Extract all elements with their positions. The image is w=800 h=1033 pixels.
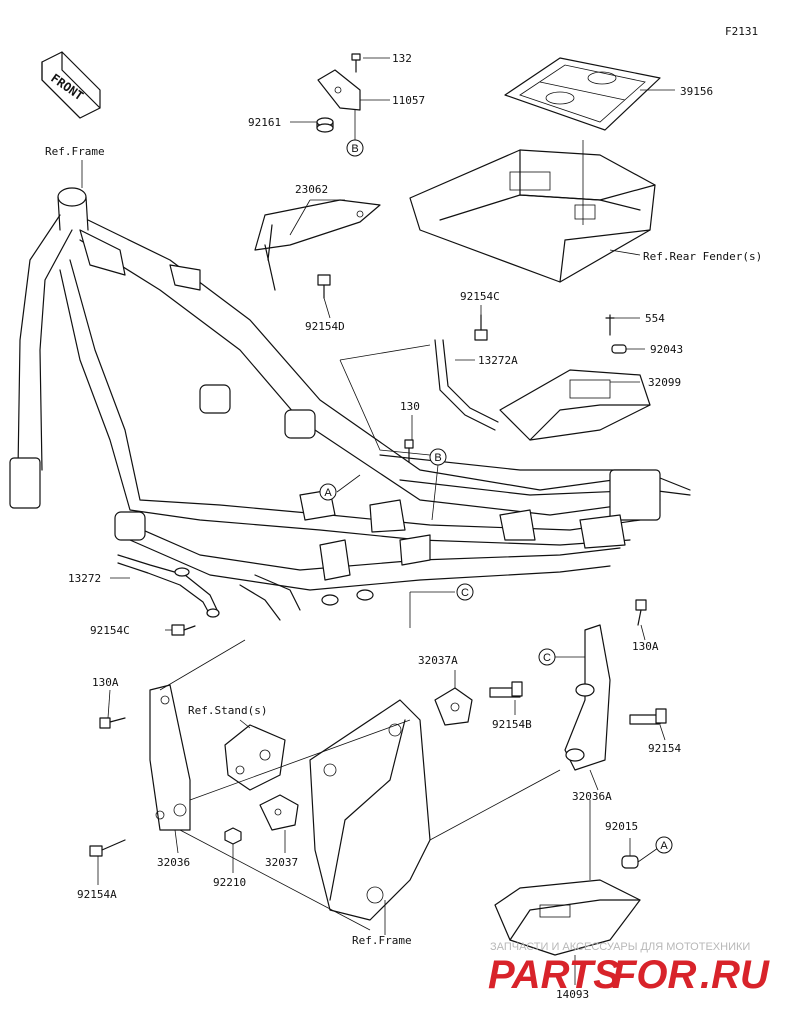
svg-text:B: B [351, 143, 358, 155]
nut-92210 [224, 827, 242, 845]
callout-b1: B [346, 139, 364, 157]
ref-frame-bottom: Ref.Frame [352, 934, 412, 947]
bolt-92154A [89, 839, 126, 857]
bolt-92154B [489, 681, 523, 698]
reference-labels: Ref.Frame Ref.Rear Fender(s) Ref.Stand(s… [45, 145, 762, 947]
label-32036A: 32036A [572, 790, 612, 803]
bolt-130 [404, 439, 414, 463]
label-130A-left: 130A [92, 676, 119, 689]
label-92015: 92015 [605, 820, 638, 833]
label-92043: 92043 [650, 343, 683, 356]
watermark-tagline: ЗАПЧАСТИ И АКСЕССУАРЫ ДЛЯ МОТОТЕХНИКИ [490, 941, 750, 953]
svg-text:C: C [461, 587, 469, 599]
svg-text:A: A [660, 840, 668, 852]
ref-rear-fender: Ref.Rear Fender(s) [643, 250, 762, 263]
label-13272: 13272 [68, 572, 101, 585]
watermark-logo-for: FOR [612, 953, 697, 997]
watermark: ЗАПЧАСТИ И АКСЕССУАРЫ ДЛЯ МОТОТЕХНИКИ PA… [488, 941, 770, 997]
label-92154: 92154 [648, 742, 681, 755]
label-11057: 11057 [392, 94, 425, 107]
label-14093: 14093 [556, 988, 589, 1001]
bolt-130A-left [99, 717, 126, 729]
callout-b2: B [429, 448, 447, 466]
label-92154A: 92154A [77, 888, 117, 901]
bolt-130A-right [635, 599, 647, 626]
battery-case [409, 149, 656, 283]
collar-92015 [621, 855, 639, 869]
watermark-logo-parts: PARTS [488, 953, 620, 997]
main-frame [9, 187, 691, 621]
bolt-92154 [629, 708, 667, 725]
front-arrow-icon: FRONT [41, 51, 101, 119]
label-23062: 23062 [295, 183, 328, 196]
bracket-32037A [434, 687, 473, 726]
figure-code: F2131 [725, 25, 758, 38]
cover-32099 [499, 369, 651, 441]
label-130: 130 [400, 400, 420, 413]
watermark-logo-ru: .RU [700, 953, 770, 997]
label-32037: 32037 [265, 856, 298, 869]
label-554: 554 [645, 312, 665, 325]
bolt-92154C-top [474, 314, 488, 341]
battery-mat-39156 [504, 57, 661, 131]
ref-stand: Ref.Stand(s) [188, 704, 267, 717]
label-92154C-left: 92154C [90, 624, 130, 637]
stand-bracket [224, 724, 286, 791]
collar-92043 [611, 344, 627, 354]
bolt-132 [351, 53, 361, 73]
label-92154B: 92154B [492, 718, 532, 731]
label-92210: 92210 [213, 876, 246, 889]
callout-a2: A [655, 836, 673, 854]
bracket-32036 [149, 684, 191, 831]
bracket-13272 [117, 554, 220, 618]
bracket-11057 [317, 69, 361, 111]
bolt-92154D [317, 274, 331, 299]
label-32037A: 32037A [418, 654, 458, 667]
leader-lines [81, 57, 675, 985]
clip-554 [605, 314, 615, 336]
callout-a1: A [319, 483, 337, 501]
crankcase-guard [309, 699, 431, 921]
cover-14093 [494, 879, 641, 956]
bracket-32037 [259, 794, 299, 831]
svg-text:A: A [324, 487, 332, 499]
collar-92161 [316, 117, 334, 133]
label-39156: 39156 [680, 85, 713, 98]
svg-text:B: B [434, 452, 441, 464]
label-13272A: 13272A [478, 354, 518, 367]
callout-c1: C [456, 583, 474, 601]
label-32099: 32099 [648, 376, 681, 389]
label-130A-right: 130A [632, 640, 659, 653]
part-labels: 132 11057 92161 39156 23062 92154D 92154… [68, 52, 713, 1001]
bolt-92154C-left [171, 624, 196, 636]
svg-text:C: C [543, 652, 551, 664]
callout-c2: C [538, 648, 556, 666]
label-92154D: 92154D [305, 320, 345, 333]
label-92161: 92161 [248, 116, 281, 129]
label-132: 132 [392, 52, 412, 65]
ref-frame-top: Ref.Frame [45, 145, 105, 158]
label-92154C-top: 92154C [460, 290, 500, 303]
bracket-13272A [434, 339, 499, 431]
label-32036: 32036 [157, 856, 190, 869]
bracket-32036A [564, 624, 611, 771]
